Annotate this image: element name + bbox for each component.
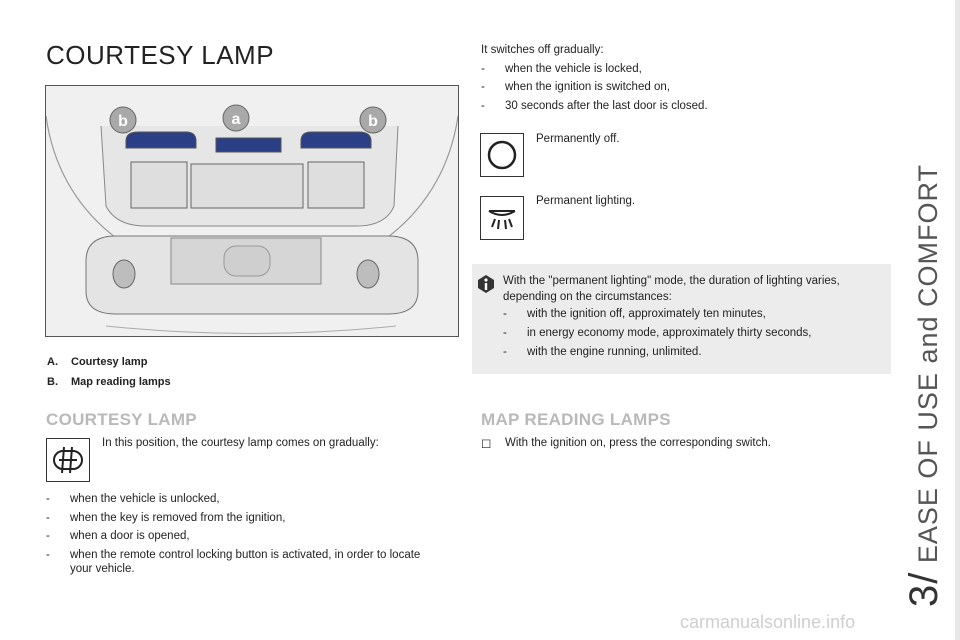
door-courtesy-icon [53, 446, 83, 474]
list-item: -when the ignition is switched on, [481, 81, 670, 93]
map-reading-heading: MAP READING LAMPS [481, 410, 671, 429]
callout-b-right: b [368, 113, 378, 130]
list-item: -when the vehicle is locked, [481, 63, 642, 75]
switch-off-intro: It switches off gradually: [481, 44, 604, 56]
courtesy-lamp-heading: COURTESY LAMP [46, 410, 197, 429]
map-reading-instruction: With the ignition on, press the correspo… [505, 437, 771, 449]
permanently-off-icon-box [480, 133, 524, 177]
list-item: -30 seconds after the last door is close… [481, 100, 708, 112]
callout-a: a [232, 111, 241, 128]
circle-off-icon [487, 140, 517, 170]
legend-key-a: A. [47, 356, 58, 368]
permanent-lighting-icon-box [480, 196, 524, 240]
courtesy-lamp-illustration: b a b [45, 85, 459, 337]
watermark: carmanualsonline.info [680, 612, 856, 632]
legend-a: A. Courtesy lamp [47, 356, 147, 368]
list-item: -when the key is removed from the igniti… [46, 512, 286, 524]
list-item: -when the vehicle is unlocked, [46, 493, 220, 505]
page-title: COURTESY LAMP [46, 40, 275, 70]
chapter-number: 3 [902, 583, 946, 607]
legend-label-b: Map reading lamps [71, 376, 171, 388]
chapter-title: EASE OF USE and COMFORT [913, 164, 943, 564]
list-item: -with the ignition off, approximately te… [503, 308, 766, 320]
courtesy-switch-icon-box [46, 438, 90, 482]
chapter-heading: 3/ EASE OF USE and COMFORT [902, 164, 947, 607]
dome-light-icon [488, 210, 516, 230]
legend-key-b: B. [47, 376, 58, 388]
info-icon [476, 274, 496, 294]
map-reading-bullet: ☐ [481, 439, 492, 451]
note-text: With the "permanent lighting" mode, the … [503, 275, 840, 303]
callout-b-left: b [118, 113, 128, 130]
courtesy-intro: In this position, the courtesy lamp come… [102, 437, 379, 449]
chapter-slash: / [902, 571, 946, 584]
legend-label-a: Courtesy lamp [71, 356, 148, 368]
info-note-box: With the "permanent lighting" mode, the … [472, 264, 891, 374]
list-item: -in energy economy mode, approximately t… [503, 327, 812, 339]
list-item: -when a door is opened, [46, 530, 190, 542]
permanently-off-label: Permanently off. [536, 133, 620, 145]
list-item: -with the engine running, unlimited. [503, 346, 702, 358]
legend-b: B. Map reading lamps [47, 376, 171, 388]
list-item: -when the remote control locking button … [46, 549, 421, 575]
permanent-lighting-label: Permanent lighting. [536, 195, 636, 207]
chapter-tab-strip [955, 0, 960, 640]
